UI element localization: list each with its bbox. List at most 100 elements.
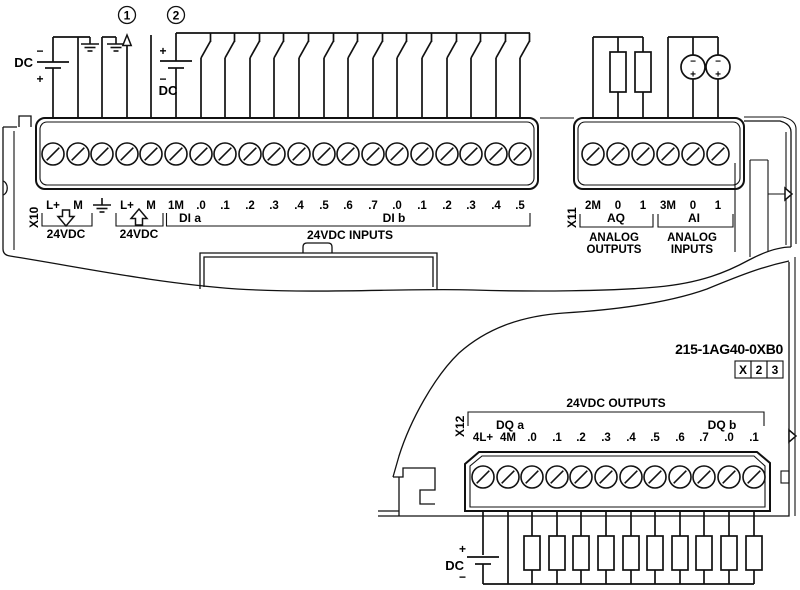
- terminal-label: .2: [442, 200, 452, 212]
- di-supply-minus: −: [159, 72, 166, 86]
- callout-number: 2: [173, 9, 180, 23]
- source-plus: +: [690, 70, 696, 81]
- terminal-label: 3M: [660, 200, 676, 212]
- screw-terminal: [213, 142, 237, 166]
- x12-block-outer: [464, 451, 771, 512]
- terminal-label: .1: [749, 432, 759, 444]
- aq-bracket: [579, 214, 654, 228]
- screw-terminal: [706, 142, 730, 166]
- dq-group-label: 24VDC OUTPUTS: [566, 396, 665, 410]
- screw-terminal: [606, 142, 630, 166]
- dq-load-wiring: [467, 512, 754, 585]
- terminal-label: .2: [245, 200, 255, 212]
- analog-inputs-label-1: ANALOG: [667, 232, 717, 244]
- power-in-arrow-icon: [129, 207, 149, 226]
- screw-terminal: [115, 142, 139, 166]
- module-id: 215-1AG40-0XB0 X 2 3: [675, 341, 784, 379]
- terminal-label: .5: [319, 200, 329, 212]
- input-switch-icon: [446, 32, 458, 119]
- output-load-icon: [720, 511, 738, 585]
- terminal-label: .0: [724, 432, 734, 444]
- load-resistor-icon: [634, 36, 652, 119]
- terminal-label: .4: [491, 200, 501, 212]
- terminal-label: M: [73, 200, 83, 212]
- din-clip-notch: [3, 180, 8, 196]
- screw-terminal: [471, 465, 495, 489]
- power-out-arrow-icon: [56, 209, 76, 228]
- housing-right-edge: [744, 120, 792, 247]
- screw-terminal: [66, 142, 90, 166]
- di-b-label: DI b: [383, 211, 406, 225]
- load-resistor-icon: [609, 36, 627, 119]
- input-switch-icon: [347, 32, 359, 119]
- input-switch-icon: [372, 32, 384, 119]
- terminal-label: .5: [515, 200, 525, 212]
- x10-block-outer: [35, 117, 539, 190]
- screw-terminal: [336, 142, 360, 166]
- terminal-label: .6: [343, 200, 353, 212]
- earth-ground-icon: [80, 36, 100, 52]
- screw-terminal: [496, 465, 520, 489]
- terminal-label: 0: [690, 200, 696, 212]
- analog-outputs-label-2: OUTPUTS: [587, 244, 642, 256]
- source-minus: −: [690, 57, 696, 68]
- di-supply-dc-label: DC: [159, 83, 178, 98]
- input-switch-icon: [519, 32, 531, 119]
- ai-bracket: [657, 214, 734, 228]
- terminal-label: 4M: [500, 432, 516, 444]
- screw-terminal: [435, 142, 459, 166]
- expansion-slot: [734, 159, 785, 257]
- x11-connector-label: X11: [565, 207, 579, 228]
- terminal-label: .1: [552, 432, 562, 444]
- housing-tear-edge: [392, 260, 790, 478]
- terminal-label: .3: [466, 200, 476, 212]
- slot-cell-label: 3: [772, 363, 779, 377]
- x10-labels: X10 L+ M L+ M 1M .0 .1 .2 .3 .4 .5 .6 .7…: [27, 197, 531, 242]
- x12-terminal-block: [464, 451, 771, 512]
- cpu-supply-minus: −: [36, 44, 43, 58]
- screw-terminal: [631, 142, 655, 166]
- screw-terminal: [459, 142, 483, 166]
- cpu-housing-upper: [2, 115, 797, 292]
- output-load-icon: [523, 511, 541, 585]
- power-in-bracket: [115, 213, 164, 227]
- terminal-label: .5: [650, 432, 660, 444]
- output-load-icon: [695, 511, 713, 585]
- screw-terminal: [41, 142, 65, 166]
- cover-plate-tab: [302, 242, 333, 253]
- screw-terminal: [139, 142, 163, 166]
- input-switch-icon: [249, 32, 261, 119]
- screw-terminal: [238, 142, 262, 166]
- di-a-label: DI a: [179, 211, 201, 225]
- screw-terminal: [312, 142, 336, 166]
- aq-label: AQ: [607, 211, 625, 225]
- terminal-label: L+: [46, 200, 60, 212]
- housing-front-edge: [2, 127, 792, 292]
- analog-outputs-label-1: ANALOG: [589, 232, 639, 244]
- terminal-label: 2M: [585, 200, 601, 212]
- housing-latch: [3, 115, 32, 128]
- screw-terminal: [262, 142, 286, 166]
- terminal-label: 0: [615, 200, 621, 212]
- x11-labels: X11 2M 0 1 3M 0 1 AQ AI ANALOG OUTPUTS A…: [565, 200, 734, 256]
- order-number: 215-1AG40-0XB0: [675, 341, 783, 357]
- slot-cell-label: 2: [756, 363, 763, 377]
- input-switch-icon: [273, 32, 285, 119]
- input-switch-icon: [495, 32, 507, 119]
- callout-circle: [117, 5, 137, 25]
- screw-terminal: [681, 142, 705, 166]
- output-load-icon: [548, 511, 566, 585]
- x10-connector-label: X10: [27, 206, 41, 228]
- input-switch-icon: [298, 32, 310, 119]
- screw-terminal: [569, 465, 593, 489]
- output-load-icon: [646, 511, 664, 585]
- terminal-label: .3: [601, 432, 611, 444]
- callout-circle: [166, 5, 186, 25]
- terminal-label: .7: [368, 200, 378, 212]
- output-load-icon: [597, 511, 615, 585]
- terminal-label: .6: [675, 432, 685, 444]
- screw-terminal: [656, 142, 680, 166]
- terminal-label: 4L+: [473, 432, 493, 444]
- output-load-icon: [671, 511, 689, 585]
- input-switch-icon: [470, 32, 482, 119]
